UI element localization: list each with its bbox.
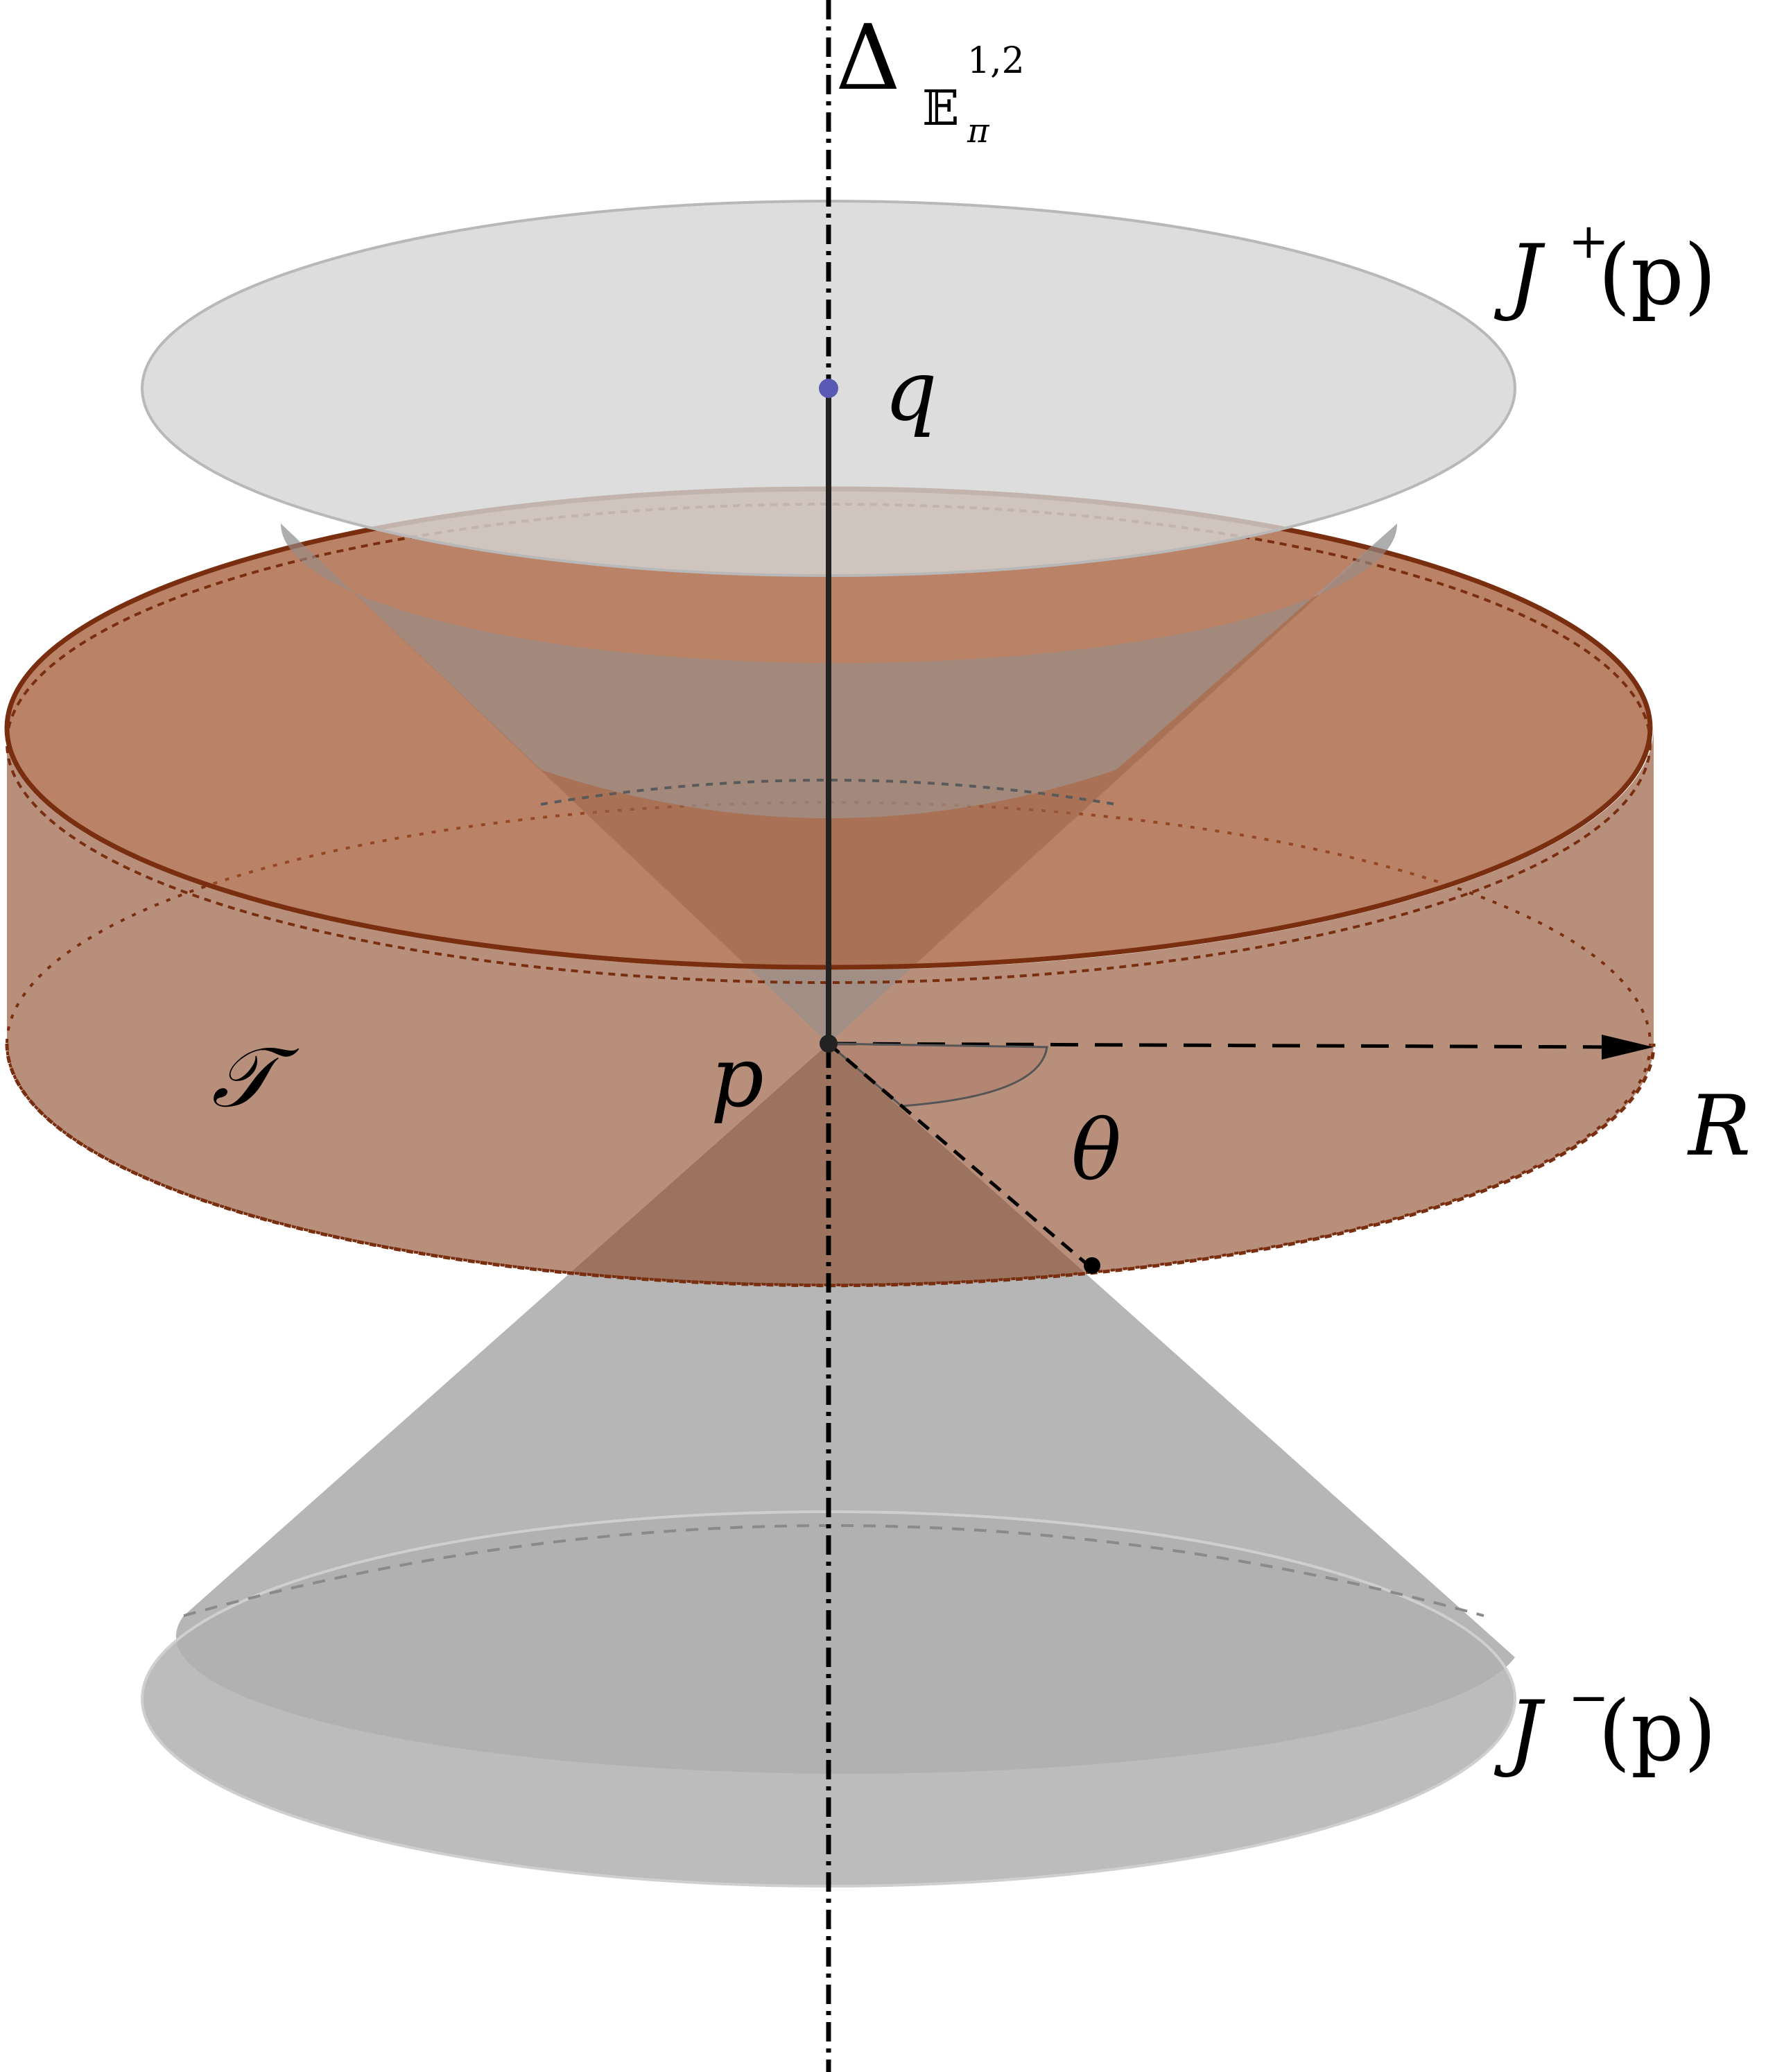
future-cone-label-J: J (1493, 227, 1545, 324)
axis-symbol-label: Δ (835, 5, 901, 110)
point-q-label: q (884, 343, 937, 440)
cylinder-top-inner-rim (6, 503, 1652, 984)
point-p-label: p (711, 1030, 764, 1126)
cylinder-bottom-back-edge (6, 801, 1652, 1286)
axis-sub-lower-label: π (967, 112, 990, 150)
radius-arrowhead (1602, 1035, 1654, 1060)
axis-sub-upper-label: 1,2 (967, 40, 1025, 82)
angle-theta-label: θ (1071, 1103, 1121, 1199)
future-cone-label-sign: + (1568, 213, 1609, 270)
future-cone-inner-dashed-rim (540, 779, 1117, 806)
axis-sub-label: 𝔼 (922, 80, 959, 137)
future-cone-label-arg: (p) (1598, 227, 1716, 324)
radial-segment (827, 1042, 1090, 1267)
rim-point (1084, 1257, 1100, 1274)
past-cone-label-arg: (p) (1598, 1684, 1716, 1780)
radius-R-label: R (1687, 1078, 1751, 1175)
past-cone-label-sign: − (1568, 1669, 1609, 1726)
point-p-dot (820, 1035, 838, 1053)
point-q-dot (819, 379, 838, 398)
future-cone-upper-surface (281, 524, 1397, 818)
past-cone-base-back-edge (183, 1524, 1484, 1617)
